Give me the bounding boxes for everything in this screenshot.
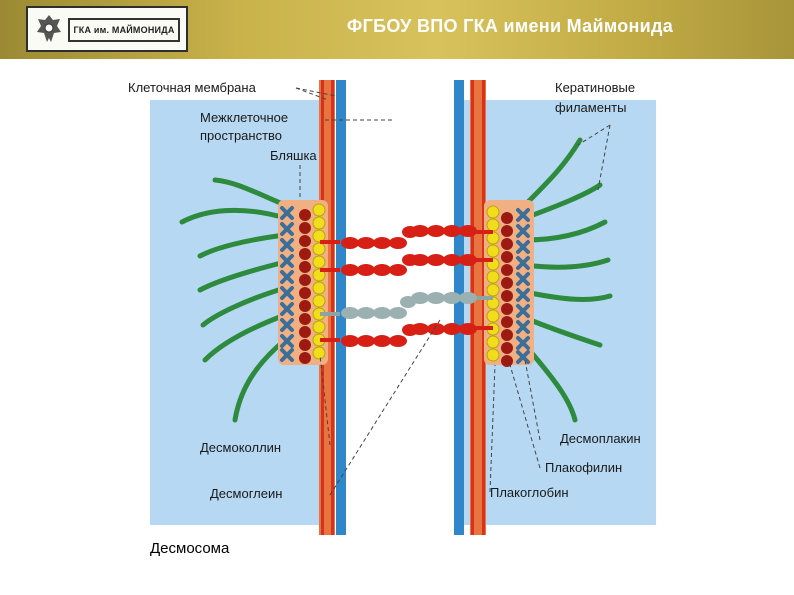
figure-caption: Десмосома — [150, 540, 229, 557]
logo-text: ГКА им. МАЙМОНИДА — [68, 18, 180, 42]
label-plakophilin: Плакофилин — [545, 460, 622, 475]
right-membrane — [454, 80, 486, 535]
emblem-icon — [34, 12, 64, 48]
label-intercellular-space-1: Межклеточное — [200, 110, 288, 125]
label-plakoglobin: Плакоглобин — [490, 485, 569, 500]
desmosome-diagram: Клеточная мембрана Межклеточное простран… — [0, 59, 794, 595]
label-desmoplakin: Десмоплакин — [560, 431, 641, 446]
label-keratin-1: Кератиновые — [555, 80, 635, 95]
label-intercellular-space-2: пространство — [200, 128, 282, 143]
logo: ГКА им. МАЙМОНИДА — [26, 6, 188, 52]
page-title: ФГБОУ ВПО ГКА имени Маймонида — [300, 16, 720, 37]
label-desmoglein: Десмоглеин — [210, 486, 282, 501]
label-keratin-2: филаменты — [555, 100, 626, 115]
label-plaque: Бляшка — [270, 148, 317, 163]
label-desmocollin: Десмоколлин — [200, 440, 281, 455]
label-cell-membrane: Клеточная мембрана — [128, 80, 257, 95]
header-bar: ГКА им. МАЙМОНИДА ФГБОУ ВПО ГКА имени Ма… — [0, 0, 794, 59]
